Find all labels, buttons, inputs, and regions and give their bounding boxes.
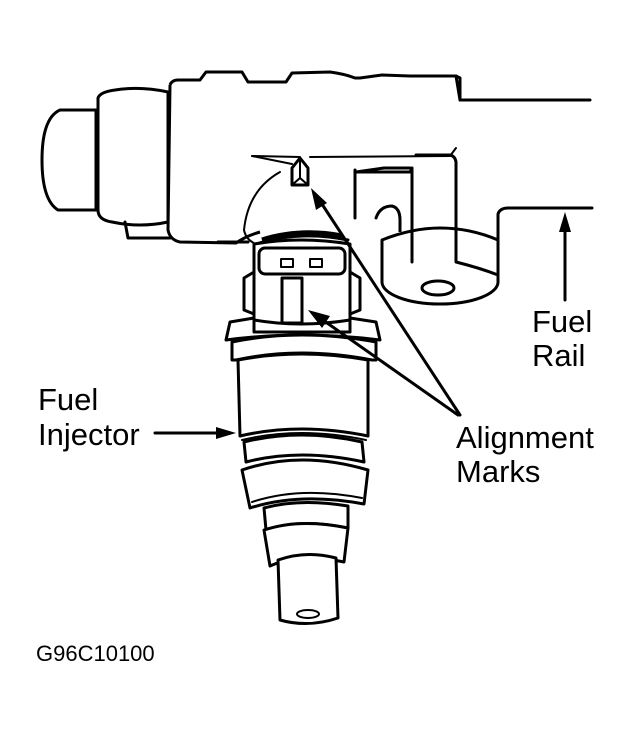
connector-tab-left xyxy=(242,270,256,316)
rail-ledge-curve xyxy=(251,155,293,165)
alignment-leader-rail xyxy=(316,196,462,417)
injector-oring xyxy=(240,458,370,510)
alignment-arrowhead-rail xyxy=(311,188,327,210)
rail-collar xyxy=(96,86,170,227)
mounting-boss-hole xyxy=(420,279,456,297)
rail-dome xyxy=(243,171,281,245)
injector-oring-groove xyxy=(242,433,366,464)
alignment-arrowhead-injector xyxy=(308,310,330,328)
fuel-injector xyxy=(224,230,382,625)
labels: Fuel Rail Fuel Injector Alignment Marks … xyxy=(36,304,594,666)
alignment-leader-injector xyxy=(318,316,460,417)
connector-socket xyxy=(257,246,347,276)
fuel-rail xyxy=(40,70,594,306)
rail-bracket-tab xyxy=(374,204,402,242)
connector-tab-right xyxy=(348,270,362,316)
rail-collar-tab xyxy=(123,220,172,240)
fuel-rail-label-line1: Fuel xyxy=(532,304,592,339)
fuel-injector-arrowhead xyxy=(216,427,236,439)
injector-alignment-mark xyxy=(280,276,304,325)
injector-nozzle-hole xyxy=(296,609,320,619)
rail-alignment-mark xyxy=(290,156,310,187)
fuel-rail-label-line2: Rail xyxy=(532,338,585,373)
rail-top-edge xyxy=(454,74,592,102)
connector-pin-left xyxy=(280,258,294,268)
fuel-injector-label-line2: Injector xyxy=(38,417,140,452)
leaders xyxy=(153,188,571,439)
fuel-rail-arrowhead xyxy=(559,212,571,232)
rail-end-cap xyxy=(40,108,98,212)
mounting-boss-sides xyxy=(380,226,500,284)
figure-code: G96C10100 xyxy=(36,641,155,666)
injector-body xyxy=(236,352,370,438)
connector-pin-right xyxy=(309,258,323,268)
alignment-marks-label-line1: Alignment xyxy=(456,420,594,455)
rail-tube xyxy=(496,206,594,264)
rail-bracket-post xyxy=(414,153,458,264)
rail-bracket xyxy=(353,166,414,252)
injector-nozzle xyxy=(276,553,340,625)
rail-body xyxy=(166,70,590,245)
alignment-marks-label-line2: Marks xyxy=(456,454,540,489)
mounting-boss-inner xyxy=(410,226,500,277)
injector-body-ring xyxy=(241,432,367,441)
fuel-injector-label-line1: Fuel xyxy=(38,382,98,417)
injector-oring-inner xyxy=(251,491,363,503)
